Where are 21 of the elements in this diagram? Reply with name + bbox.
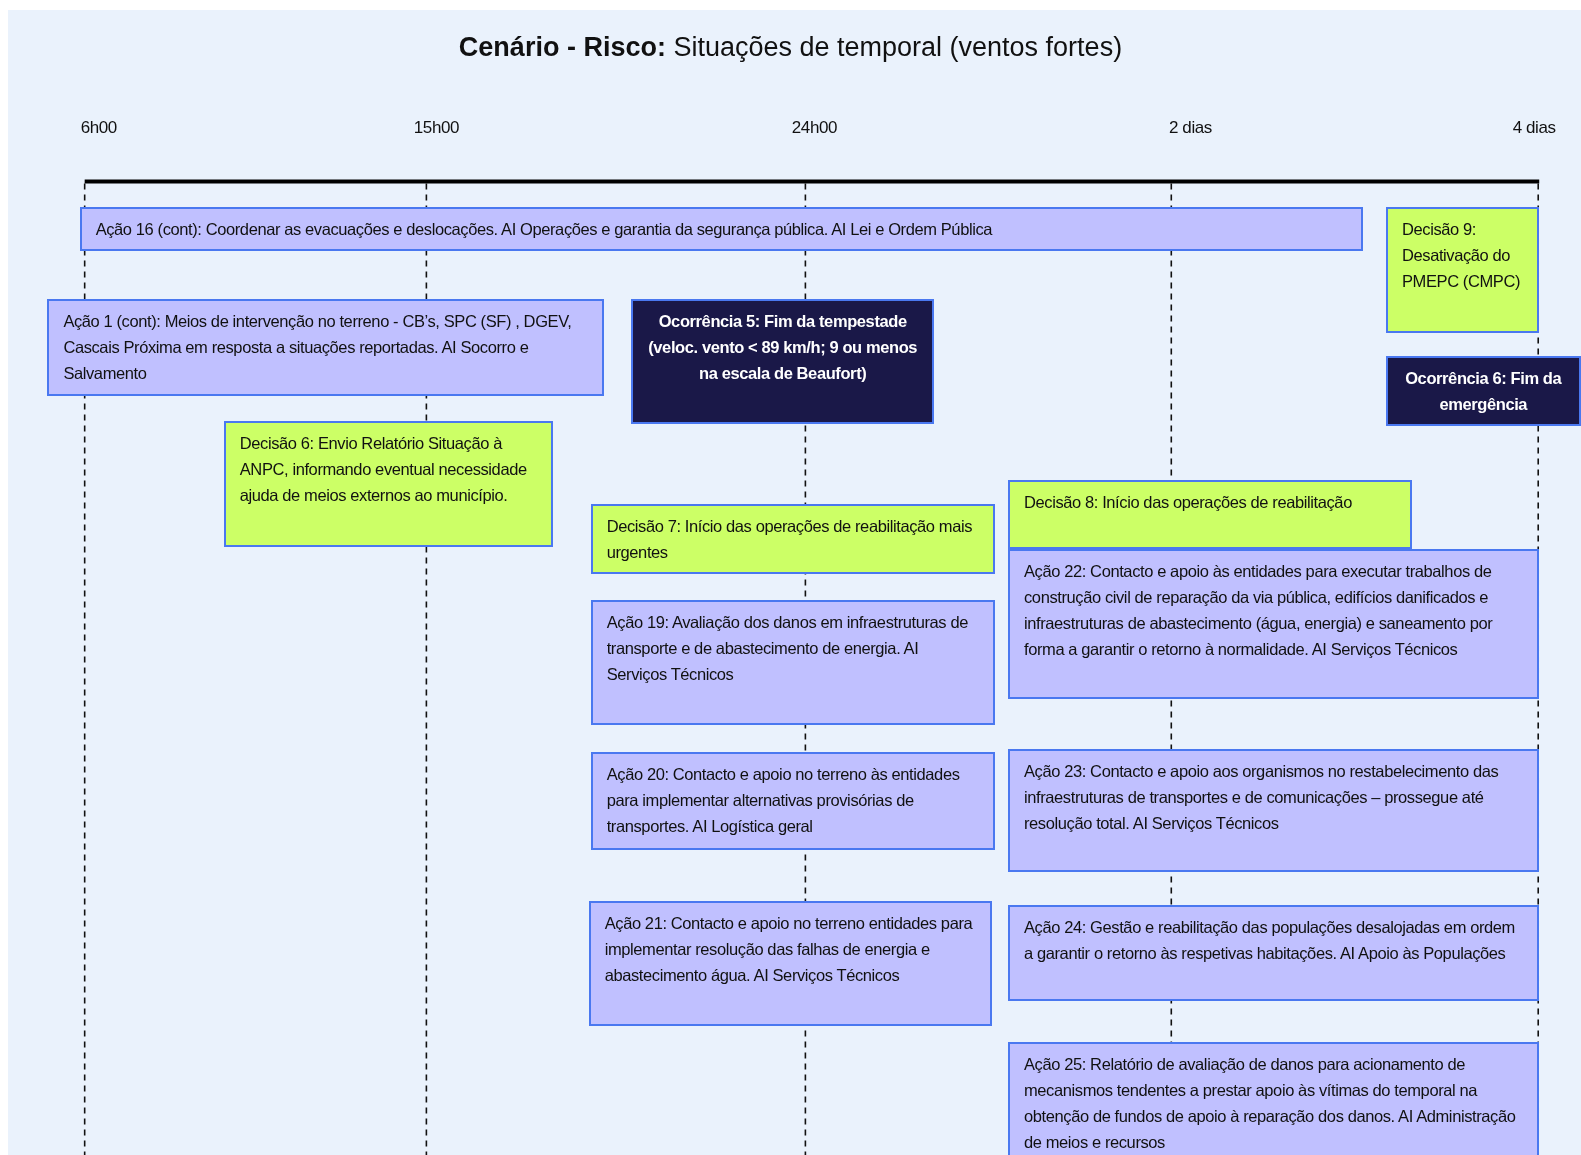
occurrence-box: Ocorrência 6: Fim da emergência (1386, 355, 1581, 427)
action-box: Ação 25: Relatório de avaliação de danos para acionamento de mecanismos tendentes a prestar apoio às vítimas do temporal na obtenção de fundos de apoio à reparação dos danos. AI Administração de meios e recursos (1008, 1042, 1540, 1155)
decision-box: Decisão 6: Envio Relatório Situação à ANPC, informando eventual necessidade ajuda de meios externos ao município. (223, 421, 554, 548)
time-label: 24h00 (791, 117, 838, 138)
action-box: Ação 20: Contacto e apoio no terreno às entidades para implementar alternativas provisórias de transportes. AI Logística geral (590, 751, 995, 850)
action-box: Ação 16 (cont): Coordenar as evacuações e deslocações. AI Operações e garantia da segurança pública. AI Lei e Ordem Pública (79, 206, 1363, 251)
action-box: Ação 19: Avaliação dos danos em infraestruturas de transporte e de abastecimento de energia. AI Serviços Técnicos (590, 599, 995, 725)
action-box: Ação 23: Contacto e apoio aos organismos no restabelecimento das infraestruturas de transportes e de comunicações – prossegue até resolução total. AI Serviços Técnicos (1008, 748, 1540, 872)
action-box: Ação 24: Gestão e reabilitação das populações desalojadas em ordem a garantir o retorno às respetivas habitações. AI Apoio às Populações (1008, 905, 1540, 1001)
diagram-title: Cenário - Risco: Situações de temporal (ventos fortes) (457, 32, 1124, 63)
time-label: 4 dias (1512, 117, 1556, 138)
time-label: 2 dias (1168, 117, 1212, 138)
decision-box: Decisão 7: Início das operações de reabilitação mais urgentes (590, 504, 995, 574)
action-box: Ação 22: Contacto e apoio às entidades para executar trabalhos de construção civil de reparação da via pública, edifícios danificados e infraestruturas de abastecimento (água, energia) e saneamento por forma a garantir o retorno à normalidade. AI Serviços Técnicos (1008, 549, 1540, 699)
time-label: 6h00 (80, 117, 117, 138)
action-box: Ação 1 (cont): Meios de intervenção no terreno - CB’s, SPC (SF) , DGEV, Cascais Próxima em resposta a situações reportadas. AI Socorro e Salvamento (47, 299, 604, 397)
occurrence-box: Ocorrência 5: Fim da tempestade (veloc. vento < 89 km/h; 9 ou menos na escala de Beaufort) (631, 299, 935, 425)
decision-box: Decisão 9: Desativação do PMEPC (CMPC) (1386, 206, 1540, 333)
action-box: Ação 21: Contacto e apoio no terreno entidades para implementar resolução das falhas de energia e abastecimento água. AI Serviços Técnicos (588, 901, 992, 1027)
time-label: 15h00 (413, 117, 460, 138)
decision-box: Decisão 8: Início das operações de reabilitação (1008, 479, 1413, 550)
